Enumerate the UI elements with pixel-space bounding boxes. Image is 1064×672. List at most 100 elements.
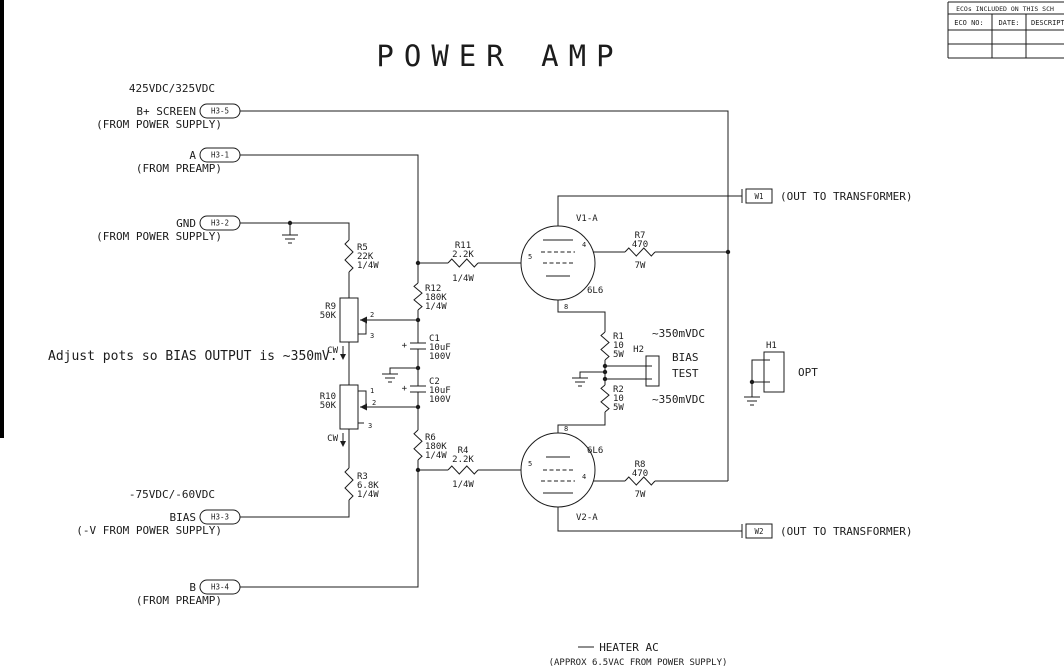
h3-4-signal-label: B [189,581,196,594]
w1-connector-symbol [745,188,773,204]
r4-ref: R4 [458,446,469,456]
v1-pin-cathode: 8 [564,303,568,311]
capacitor-symbol [410,342,426,350]
resistor-r1: R1 10 5W [600,331,624,361]
r1-rating: 5W [613,350,624,360]
resistor-r6: R6 180K 1/4W [413,429,447,461]
r6-value: 180K [425,442,447,452]
r5-value: 22K [357,252,374,262]
wires [240,110,764,648]
h3-3-signal-label: BIAS [170,511,197,524]
h2-caption-line2: TEST [672,367,699,380]
h3-3-connector-symbol [199,509,241,525]
h1-label: H1 [766,341,777,351]
r11-value: 2.2K [452,250,474,260]
resistor-symbol [447,465,479,475]
pot-body [339,384,359,430]
junction-dot [415,317,421,323]
h3-5-source-label: (FROM POWER SUPPLY) [96,118,222,131]
w1-label: W1 [754,192,763,201]
connector-h1: H1 OPT [763,341,818,393]
c1-value: 10uF [429,343,451,353]
r2-ref: R2 [613,385,624,395]
junction-dot [602,376,608,382]
ground-icon [572,377,588,387]
h3-2-signal-label: GND [176,217,196,230]
h3-4-connector-symbol [199,579,241,595]
c2-rating: 100V [429,395,451,405]
heater-line1: HEATER AC [599,641,659,654]
r3-value: 6.8K [357,481,379,491]
junction-dot [287,220,293,226]
page-title: POWER AMP [376,39,623,73]
wire-cathode-ground [579,371,605,378]
tube-v2: 6L6 V2-A 5 4 8 [520,425,603,523]
h1-pin-ticks [764,359,770,383]
r1-ref: R1 [613,332,624,342]
r10-terminal-3: 3 [368,422,372,430]
resistor-r11: R11 2.2K 1/4W [447,241,479,284]
v2-ref: V2-A [576,513,598,523]
h3-5-voltage-label: 425VDC/325VDC [129,82,215,95]
r8-rating: 7W [635,490,646,500]
r10-ref: R10 [320,392,336,402]
w2-label: W2 [754,527,763,536]
eco-col-eco-no: ECO NO: [954,19,984,27]
h3-3-source-label: (-V FROM POWER SUPPLY) [76,524,222,537]
cw-arrow-head [340,354,346,360]
r9-terminal-3: 3 [370,332,374,340]
h3-1-connector-symbol [199,147,241,163]
pot-terminal-stub [358,320,367,335]
v1-pin-screen: 4 [582,241,586,249]
v1-pin-grid: 5 [528,253,532,261]
resistor-symbol [344,467,354,501]
r11-ref: R11 [455,241,471,251]
r3-rating: 1/4W [357,490,379,500]
junction-dot [602,369,608,375]
c1-polarity: + [402,341,408,351]
h3-2-connector-symbol [199,215,241,231]
capacitor-symbol [410,385,426,393]
wire-cap-ground [389,367,418,374]
h1-connector-symbol [763,351,785,393]
r11-rating: 1/4W [452,274,474,284]
connector-h3-1: A (FROM PREAMP) H3-1 [136,147,241,175]
wire-bplus-screen [240,110,729,481]
h3-2-connector-label: H3-2 [211,219,229,228]
wire-input-a [240,154,419,263]
resistor-symbol [447,258,479,268]
wire-gnd [240,222,350,240]
ground-icon [282,234,298,244]
h3-1-connector-label: H3-1 [211,151,229,160]
r6-rating: 1/4W [425,451,447,461]
connector-h3-5: 425VDC/325VDC B+ SCREEN (FROM POWER SUPP… [96,82,241,131]
resistor-symbol [413,282,423,311]
resistor-symbol [413,429,423,461]
connector-h3-4: B (FROM PREAMP) H3-4 [136,579,241,607]
ground-symbols [282,234,760,406]
capacitor-c2: + C2 10uF 100V [402,377,452,405]
r3-ref: R3 [357,472,368,482]
junction-dot [602,363,608,369]
h3-3-voltage-label: -75VDC/-60VDC [129,488,215,501]
connector-w2: W2 (OUT TO TRANSFORMER) [741,523,912,539]
connector-w1: W1 (OUT TO TRANSFORMER) [741,188,912,204]
resistor-r12: R12 180K 1/4W [413,282,447,312]
bias-reading-lower: ~350mVDC [652,393,705,406]
tube-v1: V1-A 6L6 5 4 8 [520,214,603,311]
eco-table-grid [947,1,1064,59]
h2-caption-line1: BIAS [672,351,699,364]
r4-value: 2.2K [452,455,474,465]
h3-3-connector-label: H3-3 [211,513,229,522]
junction-dot [725,249,731,255]
r10-terminal-2: 2 [372,399,376,407]
w2-caption: (OUT TO TRANSFORMER) [780,525,912,538]
c2-ref: C2 [429,377,440,387]
r7-rating: 7W [635,261,646,271]
c1-rating: 100V [429,352,451,362]
ground-icon [744,396,760,406]
v2-pin-screen: 4 [582,473,586,481]
r2-value: 10 [613,394,624,404]
h3-5-connector-label: H3-5 [211,107,229,116]
resistor-symbol [344,239,354,273]
